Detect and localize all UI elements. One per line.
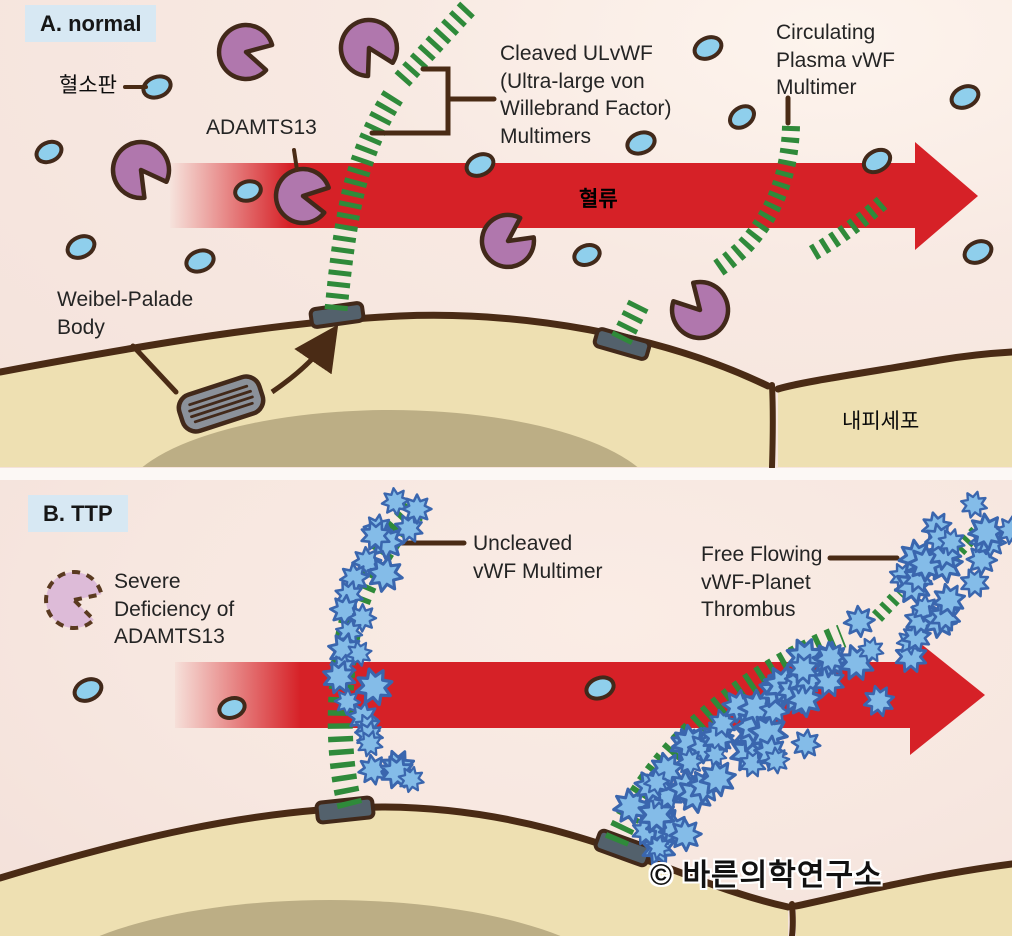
- anchored-ulvwf-multimer: [324, 85, 406, 312]
- panel-b-ttp: B. TTP Severe Deficiency of ADAMTS13 Unc…: [0, 480, 1012, 936]
- adamts13-label: ADAMTS13: [206, 116, 317, 139]
- endothelium-cells: [0, 311, 1012, 468]
- panel-b-art: [0, 481, 1012, 936]
- weibel-palade-body: [176, 374, 266, 434]
- vwf-anchor-pads-b: [314, 795, 653, 868]
- endothelium-cells-b: [0, 803, 1012, 936]
- uncleaved-label: Uncleaved vWF Multimer: [473, 532, 603, 583]
- adamts13-label-line: [292, 148, 299, 172]
- panel-a-normal: A. normal 혈소판 ADAMTS13 Cleaved ULvWF (Ul…: [0, 0, 1012, 468]
- deficient-adamts13: [44, 570, 104, 630]
- free-vwf-fragment: [808, 195, 890, 260]
- blood-flow-arrow: [170, 142, 978, 250]
- platelet-label: 혈소판: [59, 74, 117, 97]
- circulating-vwf-label: Circulating Plasma vWF Multimer: [776, 21, 896, 100]
- cleaved-bracket: [369, 66, 497, 136]
- copyright-watermark: © 바른의학연구소: [650, 859, 883, 892]
- vwf-anchor-pads: [308, 301, 652, 361]
- free-flowing-label: Free Flowing vWF-Planet Thrombus: [701, 543, 823, 622]
- panel-a-illustration: [0, 1, 1012, 468]
- panel-a-title: A. normal: [25, 5, 157, 43]
- platelet-thrombus-left: [315, 481, 429, 796]
- platelets: [34, 35, 994, 274]
- platelets-b: [72, 675, 616, 720]
- weibel-palade-label: Weibel-Palade Body: [57, 288, 194, 339]
- blood-flow-label: 혈류: [579, 188, 618, 211]
- exocytosis-arrow: [270, 324, 339, 395]
- annotation-lines-b: [396, 540, 900, 561]
- vwf-multimers: [324, 1, 890, 345]
- panel-b-title: B. TTP: [28, 495, 128, 533]
- cleaved-multimer-fragment: [394, 1, 476, 87]
- endothelium-label: 내피세포: [842, 410, 920, 433]
- free-fragment-2: [871, 588, 906, 622]
- cleaved-ulvwf-label: Cleaved ULvWF (Ultra-large von Willebran…: [500, 42, 672, 149]
- anchored-vwf-stub: [611, 295, 651, 345]
- deficiency-label: Severe Deficiency of ADAMTS13: [114, 570, 235, 649]
- annotation-lines: [123, 66, 791, 395]
- wpb-label-line: [130, 343, 179, 395]
- adamts13-enzymes: [110, 17, 731, 341]
